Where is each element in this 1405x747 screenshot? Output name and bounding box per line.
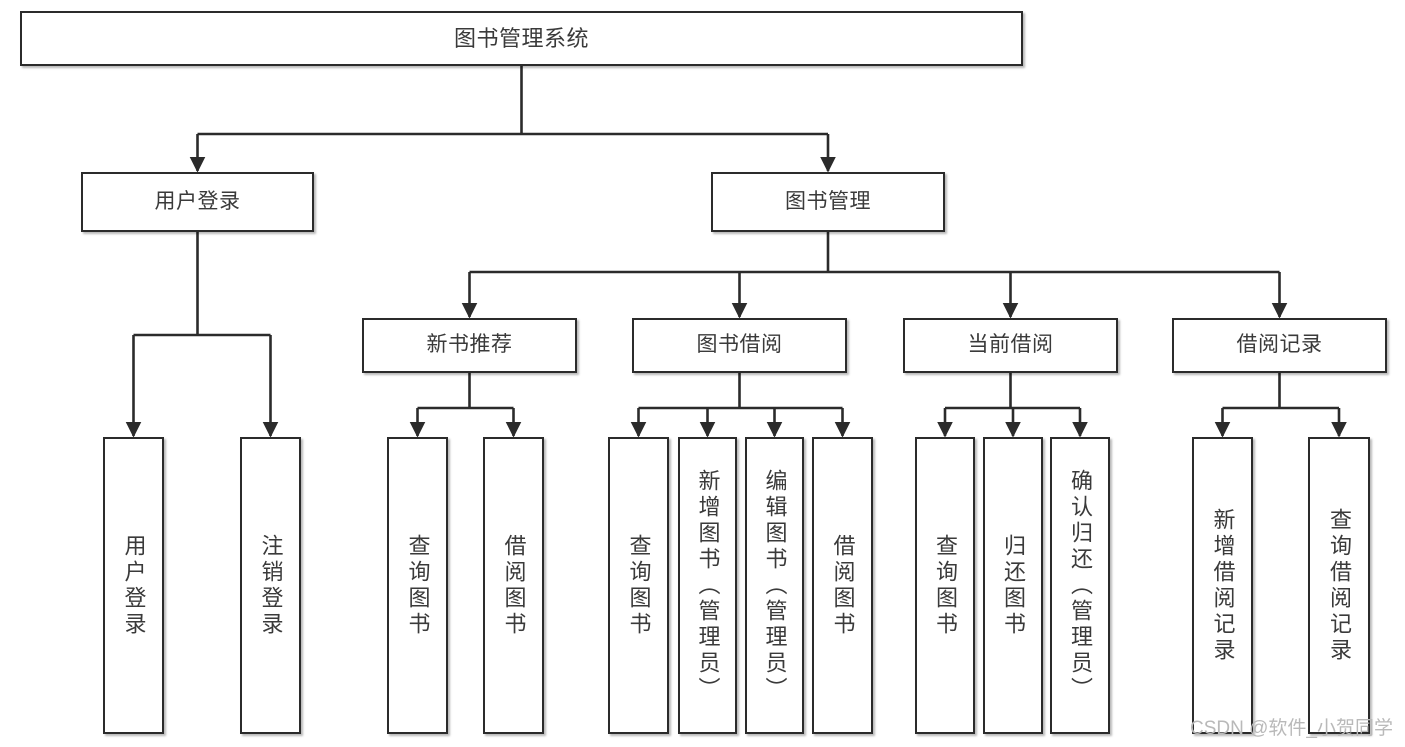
node-label: 借阅记录 (1236, 333, 1323, 357)
node-label: 查询图书 (626, 533, 652, 638)
watermark: CSDN @软件_小贺同学 (1190, 718, 1393, 739)
node-label: 查询借阅记录 (1327, 507, 1352, 664)
leaf-node[interactable]: 用户登录 (103, 437, 164, 734)
leaf-node[interactable]: 借阅图书 (483, 437, 544, 734)
leaf-node[interactable]: 确认归还（管理员） (1050, 437, 1110, 734)
leaf-node[interactable]: 借阅图书 (812, 437, 873, 734)
node-label: 编辑图书（管理员） (762, 468, 788, 703)
node-label: 注销登录 (258, 533, 284, 638)
node-label: 借阅图书 (830, 533, 856, 638)
node-label: 新增图书（管理员） (695, 468, 721, 703)
leaf-node[interactable]: 新增借阅记录 (1192, 437, 1253, 734)
node-label: 归还图书 (1001, 533, 1026, 638)
node-label: 图书管理 (785, 189, 871, 213)
node-label: 查询图书 (933, 533, 958, 638)
leaf-node[interactable]: 归还图书 (983, 437, 1043, 734)
node-label: 用户登录 (154, 189, 241, 213)
branch-node[interactable]: 图书借阅 (632, 318, 847, 373)
node-label: 确认归还（管理员） (1068, 468, 1093, 703)
leaf-node[interactable]: 查询借阅记录 (1308, 437, 1370, 734)
node-label: 新书推荐 (426, 333, 513, 357)
node-label: 当前借阅 (967, 333, 1054, 357)
edge-group (125, 66, 1347, 438)
root-node[interactable]: 图书管理系统 (20, 11, 1023, 66)
leaf-node[interactable]: 编辑图书（管理员） (745, 437, 804, 734)
branch-node[interactable]: 当前借阅 (903, 318, 1118, 373)
leaf-node[interactable]: 查询图书 (387, 437, 448, 734)
leaf-node[interactable]: 查询图书 (915, 437, 975, 734)
node-label: 查询图书 (405, 533, 431, 638)
branch-node[interactable]: 借阅记录 (1172, 318, 1387, 373)
node-label: 新增借阅记录 (1210, 507, 1236, 664)
branch-node[interactable]: 图书管理 (711, 172, 945, 232)
leaf-node[interactable]: 注销登录 (240, 437, 301, 734)
node-label: 借阅图书 (501, 533, 527, 638)
leaf-node[interactable]: 查询图书 (608, 437, 669, 734)
leaf-node[interactable]: 新增图书（管理员） (678, 437, 737, 734)
branch-node[interactable]: 用户登录 (81, 172, 314, 232)
node-label: 图书借阅 (696, 333, 783, 357)
branch-node[interactable]: 新书推荐 (362, 318, 577, 373)
node-label: 图书管理系统 (453, 25, 589, 51)
node-label: 用户登录 (121, 533, 147, 638)
